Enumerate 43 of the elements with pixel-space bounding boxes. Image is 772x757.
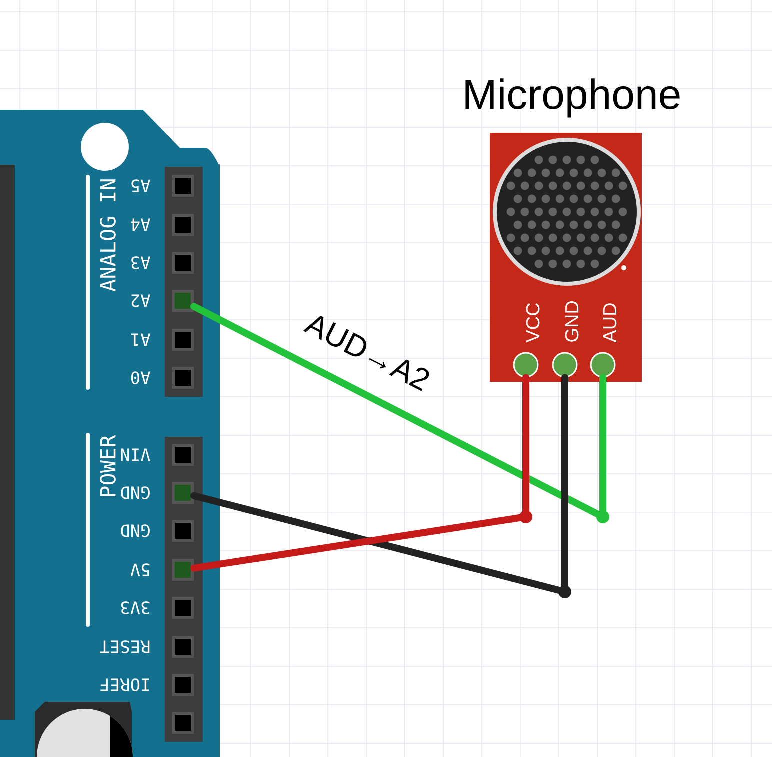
pin-label: A5 — [132, 180, 150, 192]
header-pin — [172, 367, 194, 389]
pin-label: 5V — [130, 564, 150, 576]
header-pin — [172, 329, 194, 351]
pin-label: A0 — [131, 372, 150, 384]
header-pin — [172, 636, 194, 658]
wire — [190, 374, 532, 572]
header-pin — [172, 559, 194, 581]
header-pin — [172, 290, 194, 312]
board-drawing — [0, 110, 220, 757]
pin-label: GND — [121, 486, 150, 500]
header-pin — [172, 252, 194, 274]
divider-line — [86, 433, 90, 627]
header-label: ANALOG IN — [100, 180, 116, 292]
microphone-module — [490, 133, 642, 382]
pin-label: IOREF — [100, 678, 150, 692]
pin-label: RESET — [100, 640, 150, 654]
header-pin — [172, 482, 194, 504]
pin-label: GND — [565, 301, 579, 342]
header-pin — [172, 597, 194, 619]
pin-label: 3V3 — [121, 602, 150, 614]
header-pin — [172, 214, 194, 236]
divider-line — [86, 175, 90, 390]
pin-label: AUD — [603, 304, 617, 343]
pin-label: VCC — [526, 303, 540, 343]
pin-label: A4 — [131, 218, 150, 232]
pin-label: VIN — [121, 448, 150, 462]
pin-pad — [513, 352, 539, 378]
pin-label: A1 — [132, 334, 150, 346]
wire — [190, 303, 610, 524]
title: Microphone — [466, 78, 680, 118]
header-pin — [172, 674, 194, 696]
header-pin — [172, 520, 194, 542]
pin-pad — [590, 352, 616, 378]
header-pin — [172, 712, 194, 734]
header-label: POWER — [100, 435, 116, 496]
pin-label: GND — [121, 524, 150, 538]
header-pin — [172, 444, 194, 466]
header-pin — [172, 175, 194, 197]
wire — [190, 374, 572, 598]
pin-pad — [552, 352, 578, 378]
pin-label: A3 — [132, 256, 150, 270]
pin-label: A2 — [132, 294, 150, 308]
